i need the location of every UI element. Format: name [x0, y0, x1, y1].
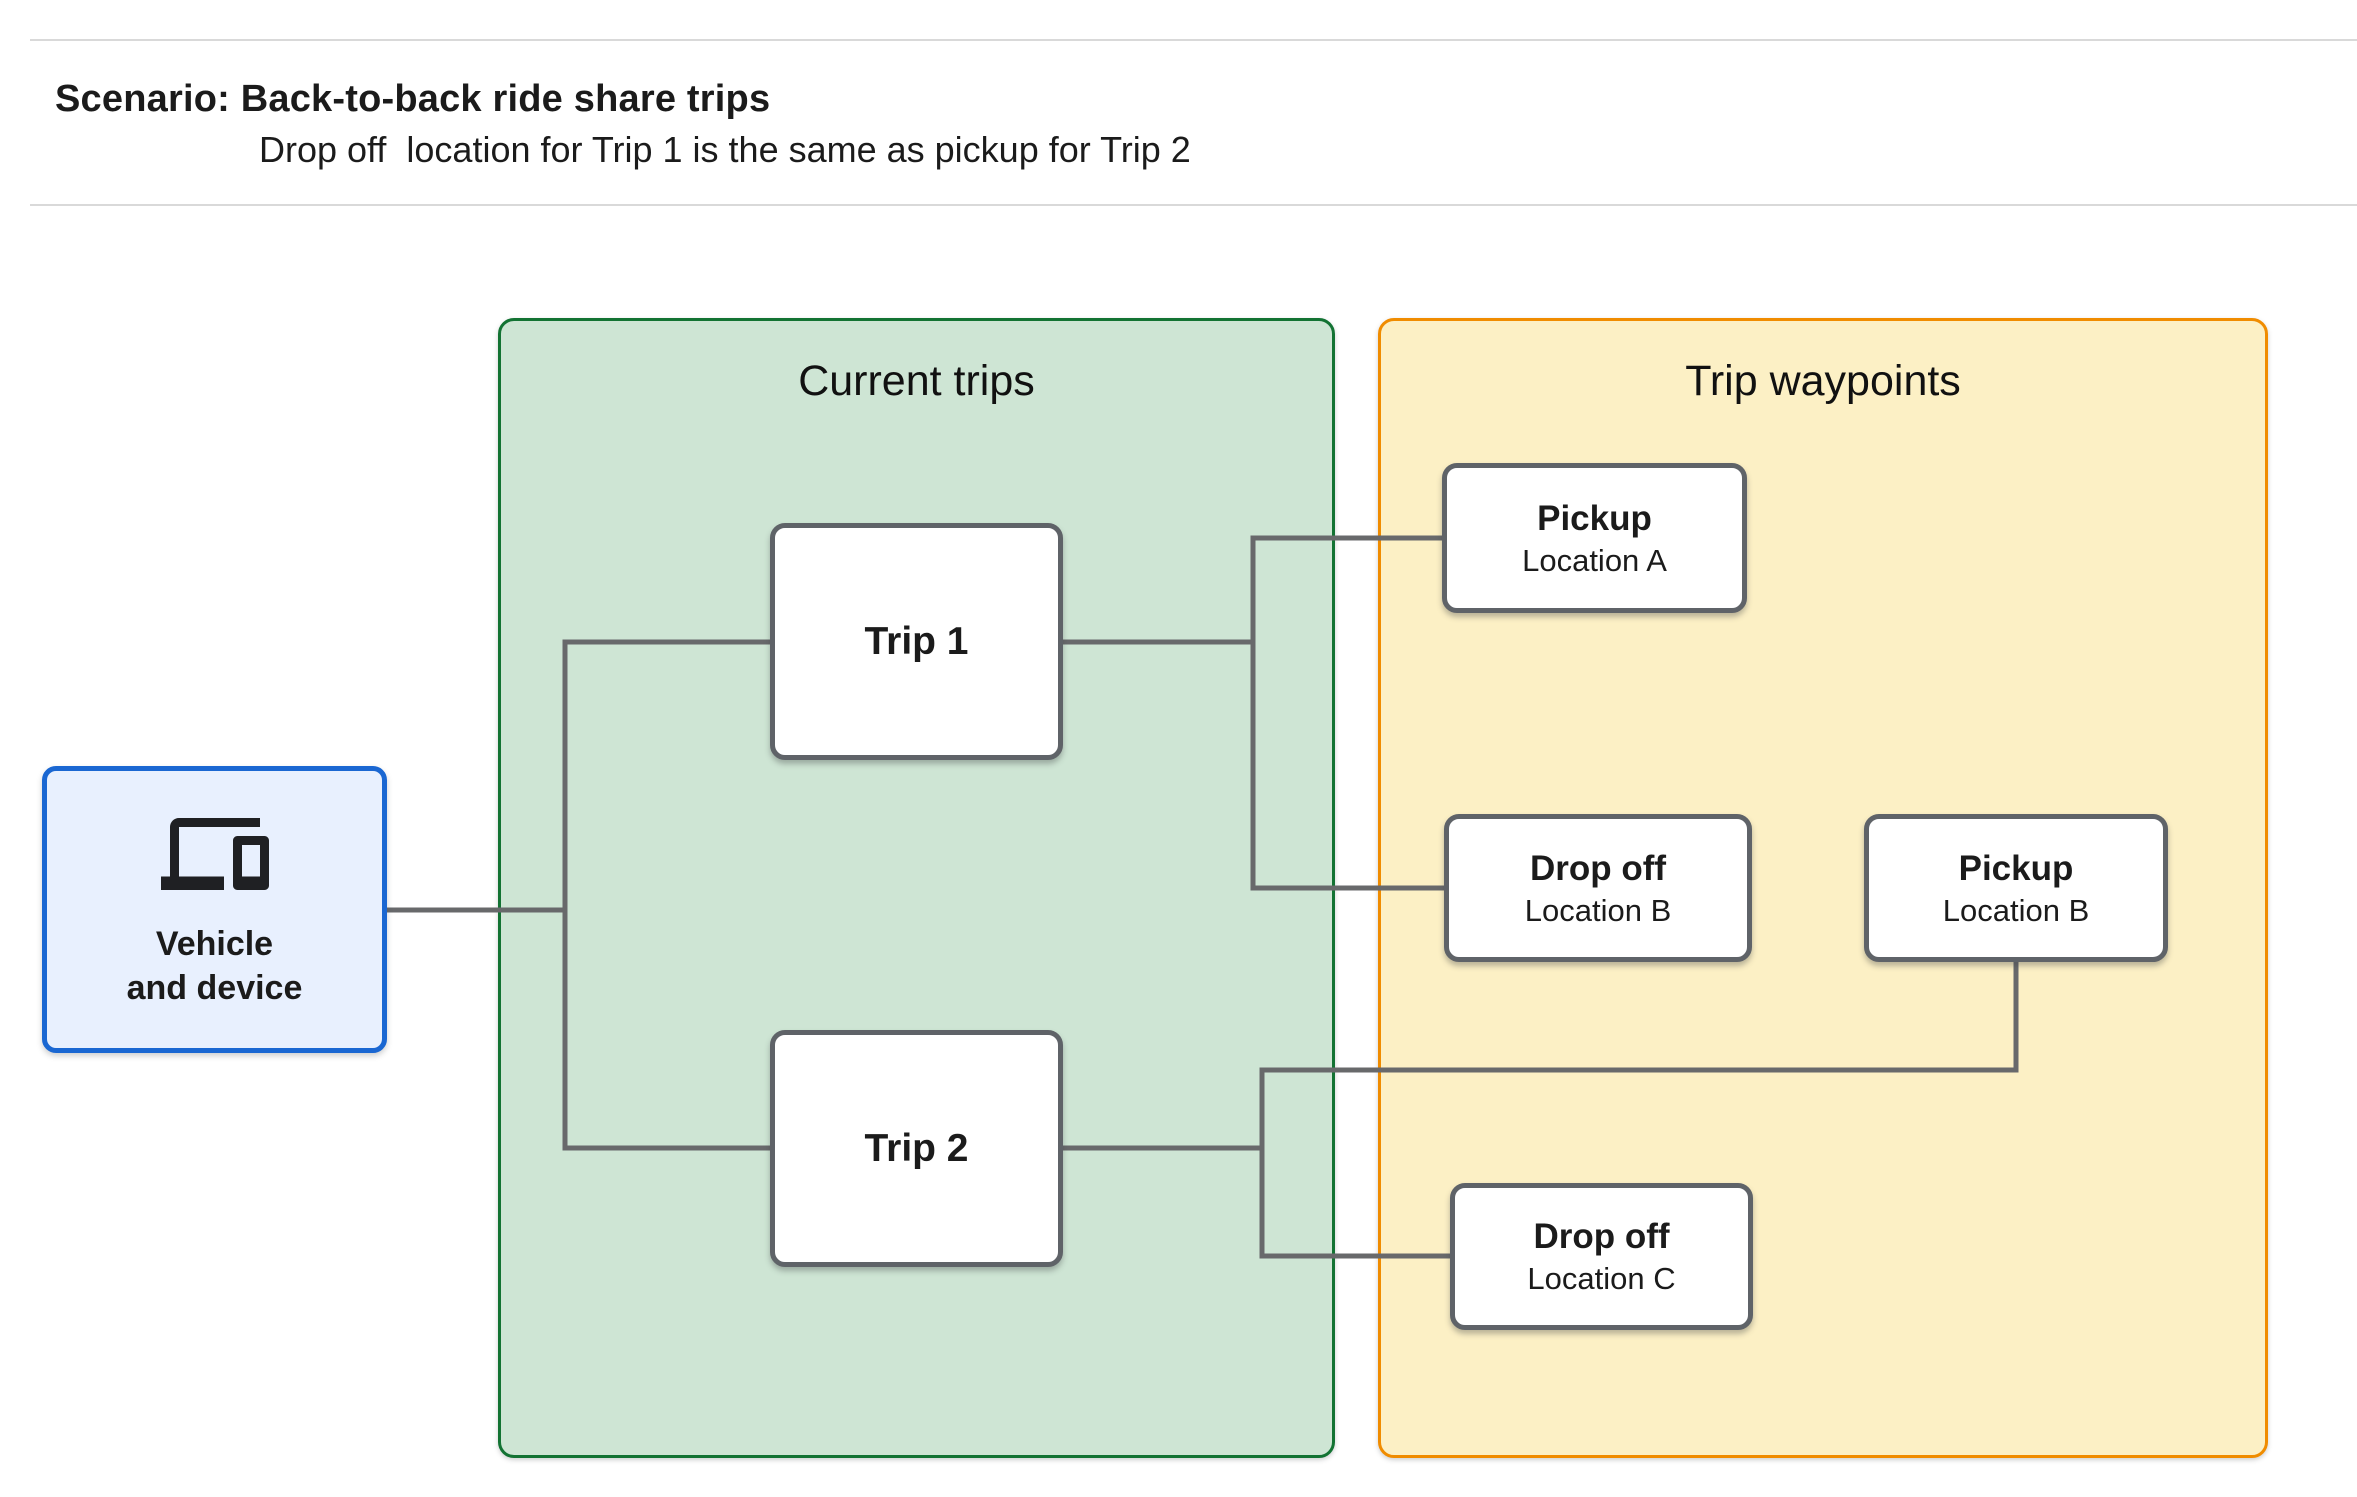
waypoint-type: Pickup [1537, 498, 1652, 538]
waypoint-location: Location B [1942, 892, 2090, 928]
connector-pickup-b-to-trip2-and-dropoff-c [1259, 962, 2019, 1259]
vehicle-label-line1: Vehicle [155, 924, 274, 963]
connector-trip1-to-pickup-a-and-dropoff-b [1250, 535, 1444, 891]
waypoint-type: Pickup [1958, 848, 2074, 888]
page-title: Scenario: Back-to-back ride share trips [55, 78, 771, 120]
trip-2-box: Trip 2 [770, 1030, 1063, 1267]
vehicle-label-line2: and device [126, 968, 303, 1007]
divider-bottom [30, 204, 2357, 206]
vehicle-and-device-box: Vehicle and device [42, 766, 387, 1053]
vehicle-and-device-label: Vehicle and device [127, 923, 303, 1010]
waypoint-pickup-location-a-box: Pickup Location A [1442, 463, 1747, 613]
waypoint-location: Location B [1524, 892, 1672, 928]
devices-icon [160, 811, 269, 897]
waypoint-pickup-location-b-box: Pickup Location B [1864, 814, 2168, 962]
waypoint-type: Drop off [1529, 848, 1667, 888]
waypoint-dropoff-location-c-box: Drop off Location C [1450, 1183, 1753, 1330]
waypoint-type: Drop off [1533, 1217, 1670, 1256]
divider-top [30, 39, 2357, 41]
page-subtitle: Drop off location for Trip 1 is the same… [259, 129, 1191, 170]
connector-trunk-to-trips [562, 639, 770, 1151]
trip-1-box: Trip 1 [770, 523, 1063, 760]
panel-title-trip-waypoints: Trip waypoints [1685, 357, 1961, 405]
waypoint-location: Location C [1527, 1261, 1676, 1296]
waypoint-dropoff-location-b-box: Drop off Location B [1444, 814, 1752, 962]
panel-title-current-trips: Current trips [798, 357, 1035, 405]
waypoint-location: Location A [1522, 542, 1667, 578]
trip-2-label: Trip 2 [864, 1126, 969, 1170]
panel-current-trips: Current trips [498, 318, 1335, 1458]
trip-1-label: Trip 1 [864, 619, 969, 663]
